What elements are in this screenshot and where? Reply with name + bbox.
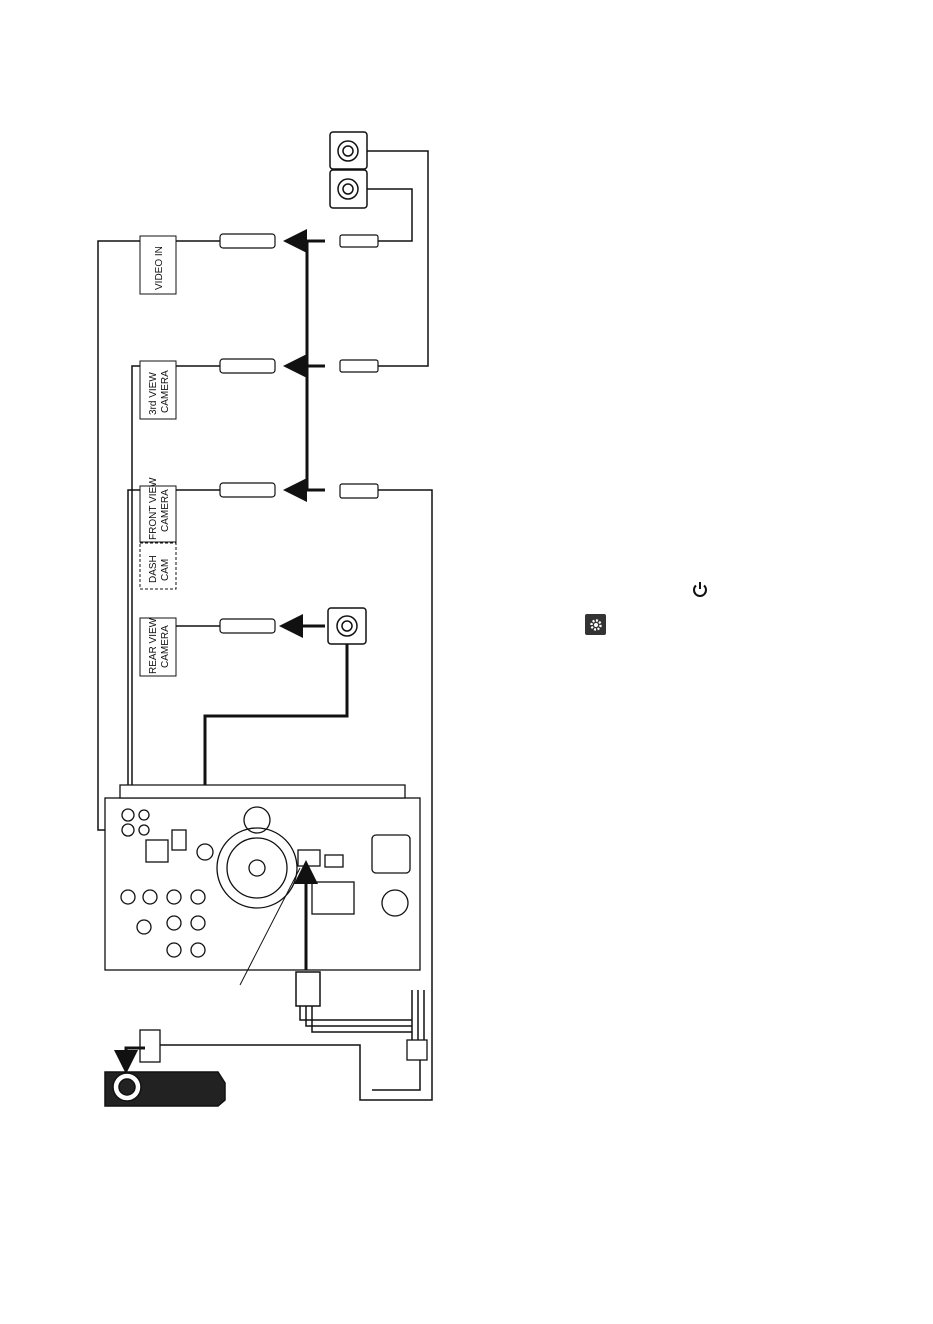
camera-module-top [330,132,367,208]
svg-text:3rd VIEW: 3rd VIEW [148,372,159,415]
label-3rd-view-camera: 3rd VIEW CAMERA [140,361,176,419]
svg-text:VIDEO IN: VIDEO IN [154,246,165,290]
power-icon [689,579,711,601]
svg-text:CAMERA: CAMERA [160,625,171,668]
bottom-camera-unit [105,1072,225,1106]
rca-connectors-left [220,234,275,633]
svg-text:REAR VIEW: REAR VIEW [148,617,159,674]
gear-icon [585,614,606,635]
top-camera-cables [367,151,428,366]
svg-text:CAMERA: CAMERA [160,489,171,532]
rca-plugs-right [340,235,378,498]
label-dash-cam: DASH CAM [140,543,176,589]
svg-text:CAM: CAM [160,559,171,581]
arrow-bus [285,241,325,626]
harness-end-connector [140,1030,427,1062]
head-unit-rear-panel [105,785,420,970]
label-video-in: VIDEO IN [140,236,176,294]
svg-text:CAMERA: CAMERA [160,370,171,413]
rear-camera-jack [328,608,366,644]
svg-text:DASH: DASH [148,555,159,583]
label-front-view-camera: FRONT VIEW CAMERA [140,477,176,542]
svg-text:FRONT VIEW: FRONT VIEW [148,477,159,540]
label-rear-view-camera: REAR VIEW CAMERA [140,617,176,676]
